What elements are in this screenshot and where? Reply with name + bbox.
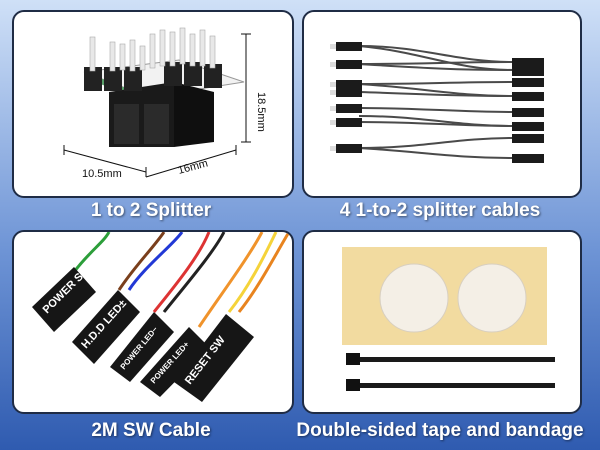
splitter-caption: 1 to 2 Splitter (90, 200, 212, 221)
tape-panel (302, 230, 582, 414)
cables-illustration (330, 42, 544, 163)
splitter-cables-caption: 4 1-to-2 splitter cables (339, 200, 541, 221)
sw-cable-caption: 2M SW Cable (91, 420, 211, 441)
splitter-cables-panel (302, 10, 582, 198)
splitter-illustration: 18.5mm 10.5mm 16mm (63, 27, 267, 180)
tape-caption: Double-sided tape and bandage (296, 420, 584, 441)
cable-tie-top (346, 353, 555, 365)
tape-pad-right (457, 263, 527, 333)
sw-cable-panel: POWER SW H.D.D LED± POWER LED− POWER LED… (12, 230, 294, 414)
tape-illustration (342, 247, 555, 391)
sw-cable-illustration: POWER SW H.D.D LED± POWER LED− POWER LED… (32, 232, 291, 402)
dim-width-label: 10.5mm (82, 168, 122, 180)
dim-depth-label: 16mm (177, 157, 210, 177)
dim-height-label: 18.5mm (255, 92, 267, 132)
cable-tie-bottom (346, 379, 555, 391)
tape-pad-left (379, 263, 449, 333)
splitter-panel: 18.5mm 10.5mm 16mm (12, 10, 294, 198)
